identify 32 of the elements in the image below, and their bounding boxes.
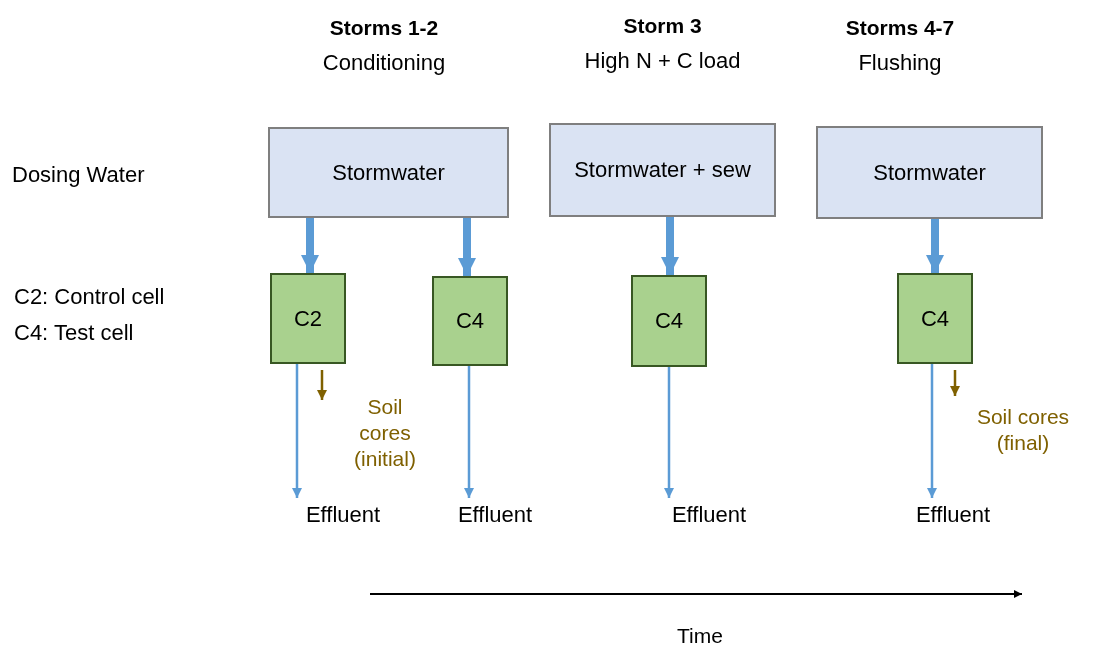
source-box: Stormwater bbox=[268, 127, 509, 218]
cell-box: C2 bbox=[270, 273, 346, 364]
cell-box: C4 bbox=[631, 275, 707, 367]
flow-arrow bbox=[926, 219, 944, 273]
sampling-arrow bbox=[950, 370, 960, 396]
flow-arrow bbox=[661, 217, 679, 275]
effluent-label: Effluent bbox=[288, 498, 398, 532]
source-box: Stormwater bbox=[816, 126, 1043, 219]
column-heading: Storm 3 bbox=[622, 13, 703, 39]
effluent-label: Effluent bbox=[898, 498, 1008, 532]
effluent-arrow bbox=[292, 364, 302, 498]
source-box: Stormwater + sew bbox=[549, 123, 776, 217]
axis-label: Time bbox=[676, 623, 724, 649]
column-heading: Storms 4-7 bbox=[844, 15, 956, 41]
effluent-arrow bbox=[464, 366, 474, 498]
effluent-label: Effluent bbox=[654, 498, 764, 532]
side-label: Dosing Water bbox=[12, 161, 146, 189]
side-label: C2: Control cell bbox=[14, 283, 166, 311]
side-label: C4: Test cell bbox=[14, 319, 135, 347]
cell-box: C4 bbox=[897, 273, 973, 364]
column-subheading: Flushing bbox=[857, 49, 943, 77]
effluent-arrow bbox=[927, 364, 937, 498]
effluent-arrow bbox=[664, 367, 674, 498]
sample-label: Soil cores (final) bbox=[949, 396, 1081, 464]
column-subheading: Conditioning bbox=[321, 49, 447, 77]
cell-box: C4 bbox=[432, 276, 508, 366]
column-heading: Storms 1-2 bbox=[328, 15, 440, 41]
column-subheading: High N + C load bbox=[583, 47, 742, 75]
sampling-arrow bbox=[317, 370, 327, 400]
flow-arrow bbox=[301, 218, 319, 273]
flow-arrow bbox=[458, 218, 476, 276]
effluent-label: Effluent bbox=[440, 498, 550, 532]
